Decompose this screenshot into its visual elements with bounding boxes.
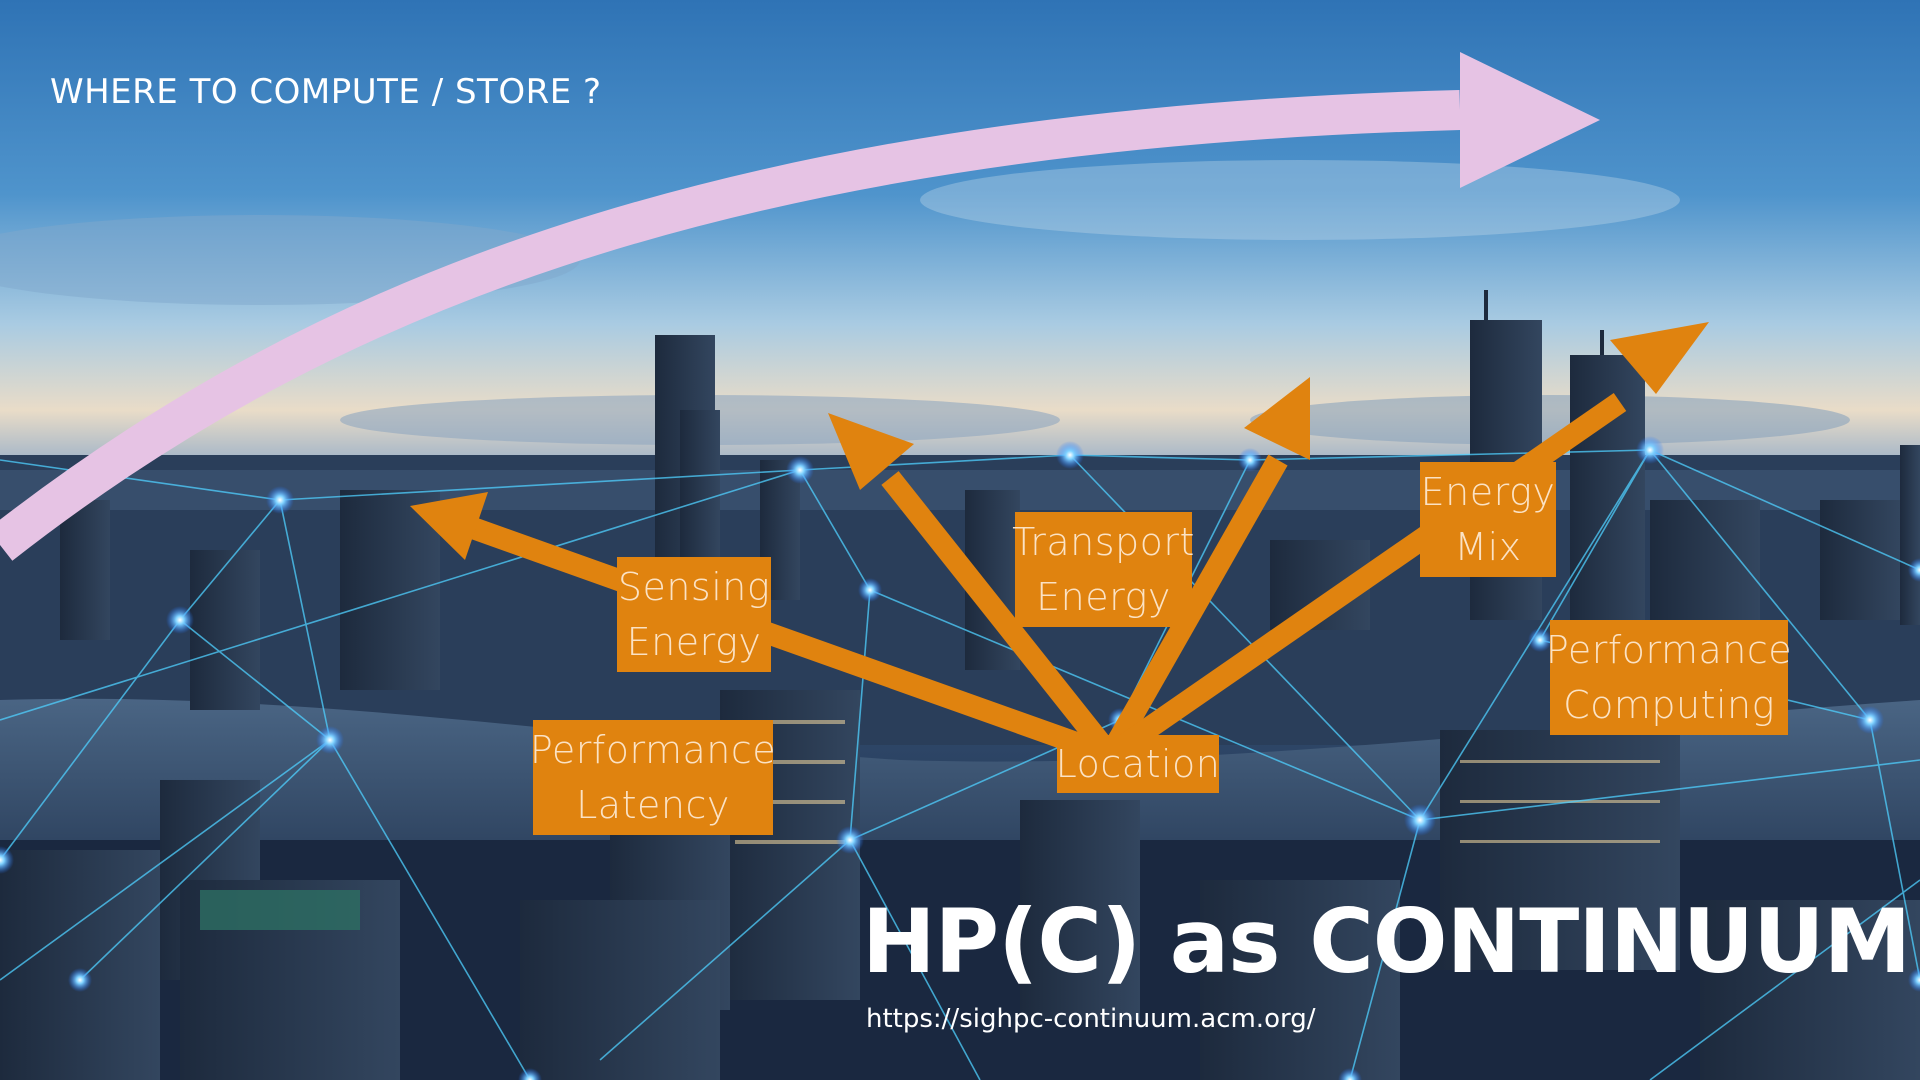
box-label-line: Transport — [1012, 515, 1195, 570]
location-box: Location — [1057, 735, 1219, 793]
box-label-line: Energy — [1036, 570, 1171, 625]
slide-url[interactable]: https://sighpc-continuum.acm.org/ — [866, 1004, 1315, 1034]
box-label-line: Performance — [530, 723, 776, 778]
box-label-line: Latency — [576, 778, 730, 833]
box-label-line: Energy — [1421, 465, 1556, 520]
sensing-energy-box: Sensing Energy — [617, 557, 771, 672]
performance-computing-box: Performance Computing — [1550, 620, 1788, 735]
box-label-line: Energy — [627, 615, 762, 670]
performance-latency-box: Performance Latency — [533, 720, 773, 835]
box-label-line: Location — [1056, 737, 1221, 792]
transport-energy-box: Transport Energy — [1015, 512, 1192, 627]
box-label-line: Performance — [1546, 623, 1792, 678]
energy-mix-box: Energy Mix — [1420, 462, 1556, 577]
box-label-line: Sensing — [618, 560, 770, 615]
slide-question: WHERE TO COMPUTE / STORE ? — [50, 72, 602, 112]
box-label-line: Mix — [1454, 520, 1521, 575]
slide-title: HP(C) as CONTINUUM — [862, 890, 1910, 993]
box-label-line: Computing — [1563, 678, 1775, 733]
